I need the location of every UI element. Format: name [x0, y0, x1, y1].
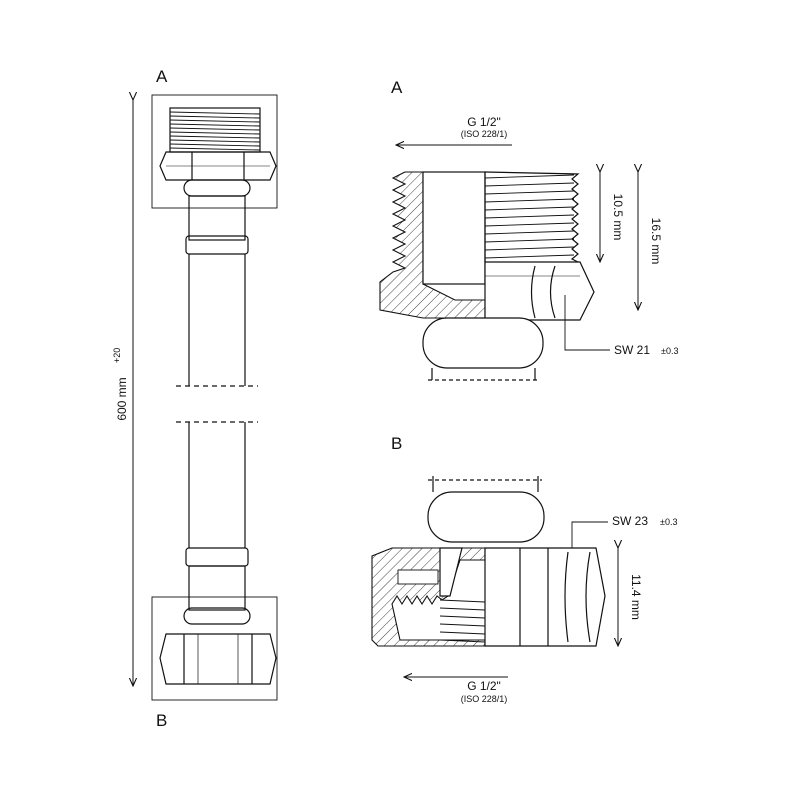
top-collar [183, 179, 251, 197]
hose-overview [133, 94, 278, 701]
detail-a [379, 145, 638, 381]
thread-a-text: G 1/2" [467, 115, 501, 129]
hex-b-text: SW 23 [612, 514, 648, 528]
thread-b-text: G 1/2" [467, 679, 501, 693]
bottom-sleeve [188, 565, 246, 611]
fitting-height-text: 16.5 mm [649, 218, 663, 265]
label-left-b: B [156, 711, 167, 730]
detail-box-b [151, 596, 278, 701]
overall-length-text: 600 mm [115, 377, 129, 420]
label-detail-b: B [391, 434, 402, 453]
hex-a-text: SW 21 [614, 343, 650, 357]
top-sleeve [188, 195, 246, 241]
detail-a-hex [484, 261, 595, 321]
hex-a-tol-text: ±0.3 [661, 346, 678, 356]
bottom-collar [183, 607, 251, 625]
nut-height-text: 11.4 mm [629, 574, 643, 620]
detail-a-body [484, 171, 580, 263]
detail-b-nut [484, 547, 606, 647]
thread-a-std-text: (ISO 228/1) [461, 129, 508, 139]
hex-b-tol-text: ±0.3 [660, 517, 677, 527]
top-hex-nut [159, 151, 277, 181]
thread-b-std-text: (ISO 228/1) [461, 694, 508, 704]
label-left-a: A [156, 67, 168, 86]
bottom-hex-nut [159, 633, 277, 685]
thread-length-text: 10.5 mm [611, 194, 625, 241]
detail-b [371, 476, 618, 677]
label-detail-a: A [391, 78, 403, 97]
detail-box-a [151, 94, 278, 209]
top-thread [169, 107, 261, 153]
overall-tolerance-text: +20 [112, 348, 122, 363]
